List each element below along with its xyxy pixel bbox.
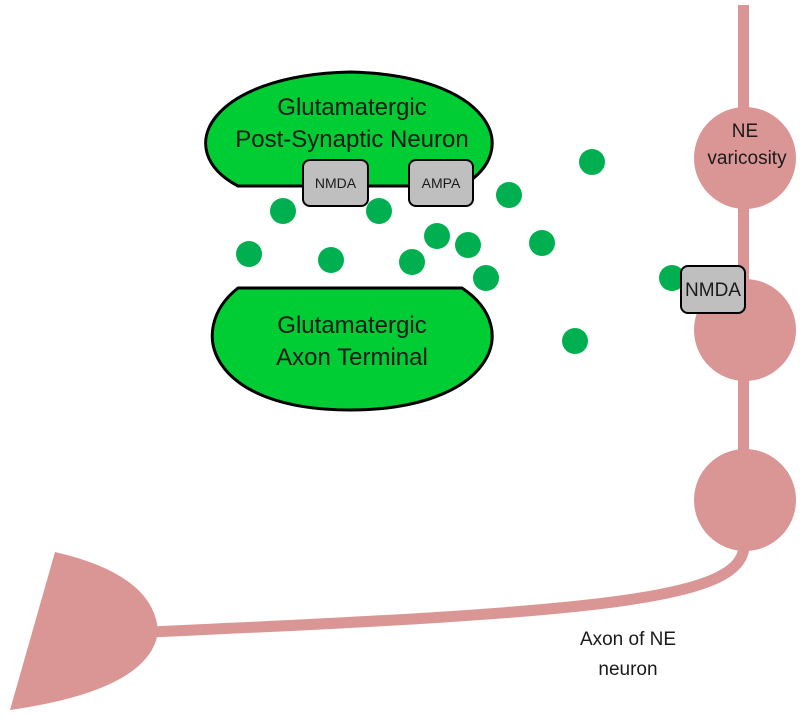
glutamate-molecules [236,149,605,354]
ne-cell-body [10,552,158,710]
axon-label-line2: neuron [598,659,657,680]
ne-varicosity-label-line2: varicosity [707,148,787,169]
ampa-receptor-post-label: AMPA [422,175,461,191]
glutamate-molecule [455,232,481,258]
axon-terminal-label-line2: Axon Terminal [276,344,428,371]
post-synaptic-label-line2: Post-Synaptic Neuron [235,126,468,153]
post-synaptic-label-line1: Glutamatergic [277,94,426,121]
ampa-receptor-post: AMPA [408,159,474,207]
post-synaptic-shape [204,70,494,188]
ne-axon-curve [144,539,750,638]
glutamate-molecule [562,328,588,354]
glutamate-molecule-bound [659,265,685,291]
glutamate-molecule [366,198,392,224]
axon-label-line1: Axon of NE [580,629,676,650]
glutamate-molecule [399,249,425,275]
nmda-receptor-post-box [302,159,369,207]
glutamate-molecule [496,182,522,208]
axon-terminal-label-line1: Glutamatergic [277,312,426,339]
glutamate-molecule [473,265,499,291]
ne-varicosity-label-line1: NE [732,121,758,142]
nmda-receptor-varicosity-label: NMDA [685,280,741,301]
axon-terminal-shape [210,286,494,412]
glutamate-molecule [424,223,450,249]
axon-terminal: Glutamatergic Axon Terminal [210,286,494,412]
glutamate-molecule [318,247,344,273]
nmda-receptor-varicosity: NMDA [659,265,746,314]
glutamate-molecule [236,241,262,267]
nmda-receptor-post-label: NMDA [315,175,357,191]
glutamate-molecule [529,230,555,256]
nmda-receptor-post: NMDA [302,159,369,207]
ne-varicosity-top [694,107,796,209]
ne-varicosity-bottom [694,449,796,551]
glutamate-molecule [270,198,296,224]
ampa-receptor-post-box [408,159,474,207]
glutamate-molecule [579,149,605,175]
post-synaptic-neuron: Glutamatergic Post-Synaptic Neuron [204,70,494,188]
nmda-receptor-varicosity-box [680,265,746,314]
